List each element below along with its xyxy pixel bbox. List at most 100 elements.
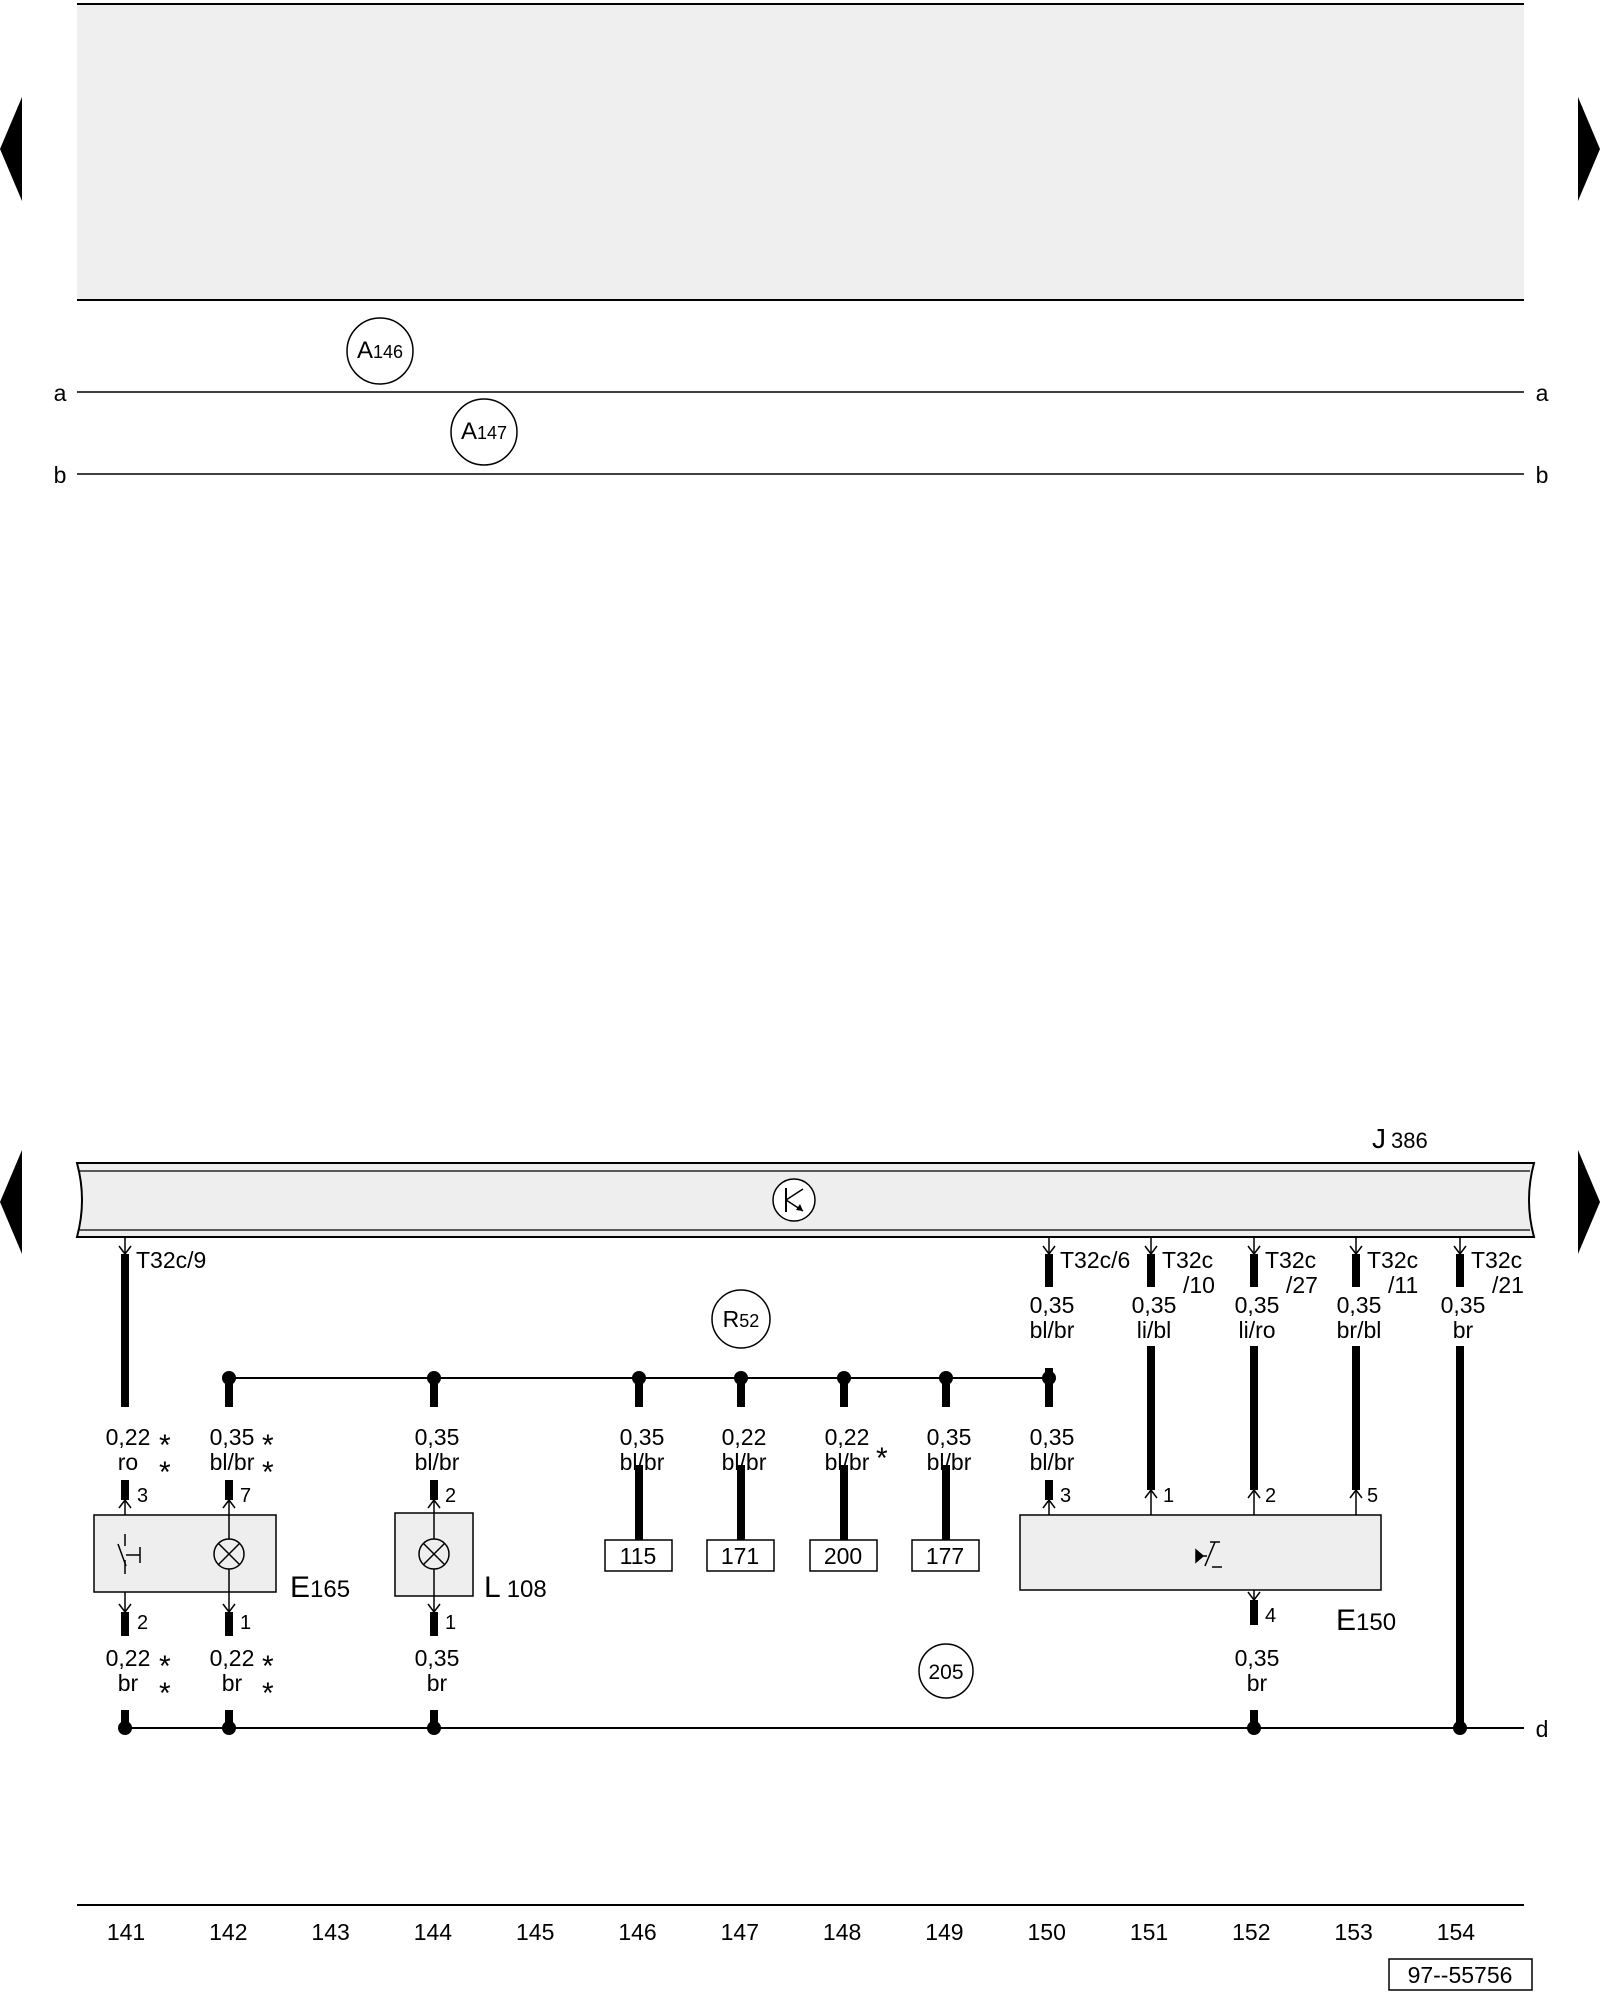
wire-147-color: bl/br — [722, 1449, 767, 1475]
ref-205-label: 205 — [928, 1661, 963, 1684]
transistor-icon — [772, 1178, 816, 1222]
wire-152-size: 0,35 — [1235, 1292, 1280, 1318]
wire-141-top-size: 0,22 — [106, 1424, 151, 1450]
switch-icon — [117, 1534, 141, 1574]
wire-142-bottom-color: br — [222, 1670, 243, 1696]
component-e150-num: 150 — [1356, 1609, 1396, 1636]
connector-t32c-6: T32c/6 — [1060, 1247, 1130, 1273]
column-number: 143 — [311, 1919, 349, 1945]
ref-205: 205 — [918, 1643, 974, 1699]
star-142-bottom-1: * — [262, 1650, 274, 1683]
column-number: 153 — [1334, 1919, 1372, 1945]
column-number: 154 — [1437, 1919, 1476, 1945]
asterisk-marks: * * * * * * * * * — [159, 1429, 888, 1710]
dimmer-switch-icon — [1195, 1541, 1222, 1568]
ref-box-115-label: 115 — [620, 1543, 657, 1569]
wire-144-top-size: 0,35 — [415, 1424, 460, 1450]
next-page-arrow-top[interactable] — [1574, 97, 1600, 201]
pin-141-bottom: 2 — [137, 1612, 148, 1634]
ref-a147: A147 — [450, 398, 518, 466]
pin-144-top: 2 — [445, 1485, 456, 1507]
wire-labels: 0,35 bl/br 0,35 li/bl 0,35 li/ro 0,35 br… — [106, 1292, 1486, 1696]
pin-142-top: 7 — [240, 1485, 251, 1507]
upper-panel — [77, 4, 1524, 300]
star-142-bottom-2: * — [262, 1677, 274, 1710]
rail-b-label-right: b — [1536, 462, 1549, 488]
svg-text:A146: A146 — [357, 337, 403, 364]
wire-153-size: 0,35 — [1337, 1292, 1382, 1318]
rail-d-label: d — [1536, 1716, 1549, 1742]
ref-r52-letter: R — [723, 1306, 740, 1332]
triangle-left-icon — [0, 1150, 22, 1254]
connector-t32c-9: T32c/9 — [136, 1247, 206, 1273]
column-number: 148 — [823, 1919, 861, 1945]
rail-a-label-right: a — [1536, 380, 1549, 406]
rail-a-label-left: a — [54, 380, 67, 406]
wire-152-color: li/ro — [1238, 1317, 1275, 1343]
wire-141-top-color: ro — [118, 1449, 138, 1475]
wire-149-size: 0,35 — [927, 1424, 972, 1450]
module-j386-num: 386 — [1391, 1128, 1428, 1153]
column-number: 141 — [107, 1919, 145, 1945]
star-142-top-2: * — [262, 1456, 274, 1489]
pin-152: 2 — [1265, 1485, 1276, 1507]
ref-box-115: 115 — [604, 1539, 673, 1572]
wire-141-bottom-color: br — [118, 1670, 139, 1696]
wires — [121, 1237, 1524, 1729]
wire-146-color: bl/br — [620, 1449, 665, 1475]
column-number: 146 — [618, 1919, 656, 1945]
pin-144-bottom: 1 — [445, 1612, 456, 1634]
wire-150-top-size: 0,35 — [1030, 1292, 1075, 1318]
component-e165-num: 165 — [310, 1576, 350, 1603]
wire-152-bottom-size: 0,35 — [1235, 1645, 1280, 1671]
ref-box-177: 177 — [911, 1539, 980, 1572]
component-e150 — [1019, 1514, 1382, 1591]
figure-id: 97--55756 — [1408, 1962, 1513, 1988]
wire-151-size: 0,35 — [1132, 1292, 1177, 1318]
wire-144-top-color: bl/br — [415, 1449, 460, 1475]
wire-153-color: br/bl — [1337, 1317, 1382, 1343]
component-l108-letter: L — [484, 1571, 501, 1604]
pin-150: 3 — [1060, 1485, 1071, 1507]
connector-t32c-21-pin: /21 — [1492, 1272, 1524, 1298]
wire-141-bottom-size: 0,22 — [106, 1645, 151, 1671]
component-e150-letter: E — [1336, 1604, 1356, 1637]
column-number: 142 — [209, 1919, 247, 1945]
triangle-left-icon — [0, 97, 22, 201]
triangle-right-icon — [1578, 97, 1600, 201]
pin-153: 5 — [1367, 1485, 1378, 1507]
pin-142-bottom: 1 — [240, 1612, 251, 1634]
ref-a146-letter: A — [357, 337, 373, 364]
connector-labels: T32c/9 T32c/6 T32c /10 T32c /27 T32c /11… — [136, 1247, 1524, 1298]
column-number: 144 — [414, 1919, 453, 1945]
next-page-arrow-bottom[interactable] — [1574, 1150, 1600, 1254]
star-148: * — [876, 1442, 888, 1475]
star-142-top-1: * — [262, 1429, 274, 1462]
connector-t32c-21: T32c — [1471, 1247, 1522, 1273]
wire-142-top-color: bl/br — [210, 1449, 255, 1475]
connector-t32c-11: T32c — [1367, 1247, 1418, 1273]
column-number: 150 — [1028, 1919, 1066, 1945]
wire-146-size: 0,35 — [620, 1424, 665, 1450]
star-141-top-2: * — [159, 1456, 171, 1489]
wire-154-size: 0,35 — [1441, 1292, 1486, 1318]
column-number: 151 — [1130, 1919, 1168, 1945]
column-number: 147 — [721, 1919, 759, 1945]
wire-150-bus-color: bl/br — [1030, 1449, 1075, 1475]
wire-152-bottom-color: br — [1247, 1670, 1268, 1696]
ref-box-171: 171 — [706, 1539, 775, 1572]
svg-text:R52: R52 — [723, 1306, 760, 1332]
ref-a146-num: 146 — [373, 342, 403, 362]
connector-t32c-27-pin: /27 — [1286, 1272, 1318, 1298]
wire-149-color: bl/br — [927, 1449, 972, 1475]
ref-box-200: 200 — [809, 1539, 878, 1572]
triangle-right-icon — [1578, 1150, 1600, 1254]
ref-box-177-label: 177 — [926, 1543, 964, 1569]
column-number: 145 — [516, 1919, 554, 1945]
junction-dots — [118, 1371, 1467, 1735]
prev-page-arrow-bottom[interactable] — [0, 1150, 26, 1254]
prev-page-arrow-top[interactable] — [0, 97, 26, 201]
